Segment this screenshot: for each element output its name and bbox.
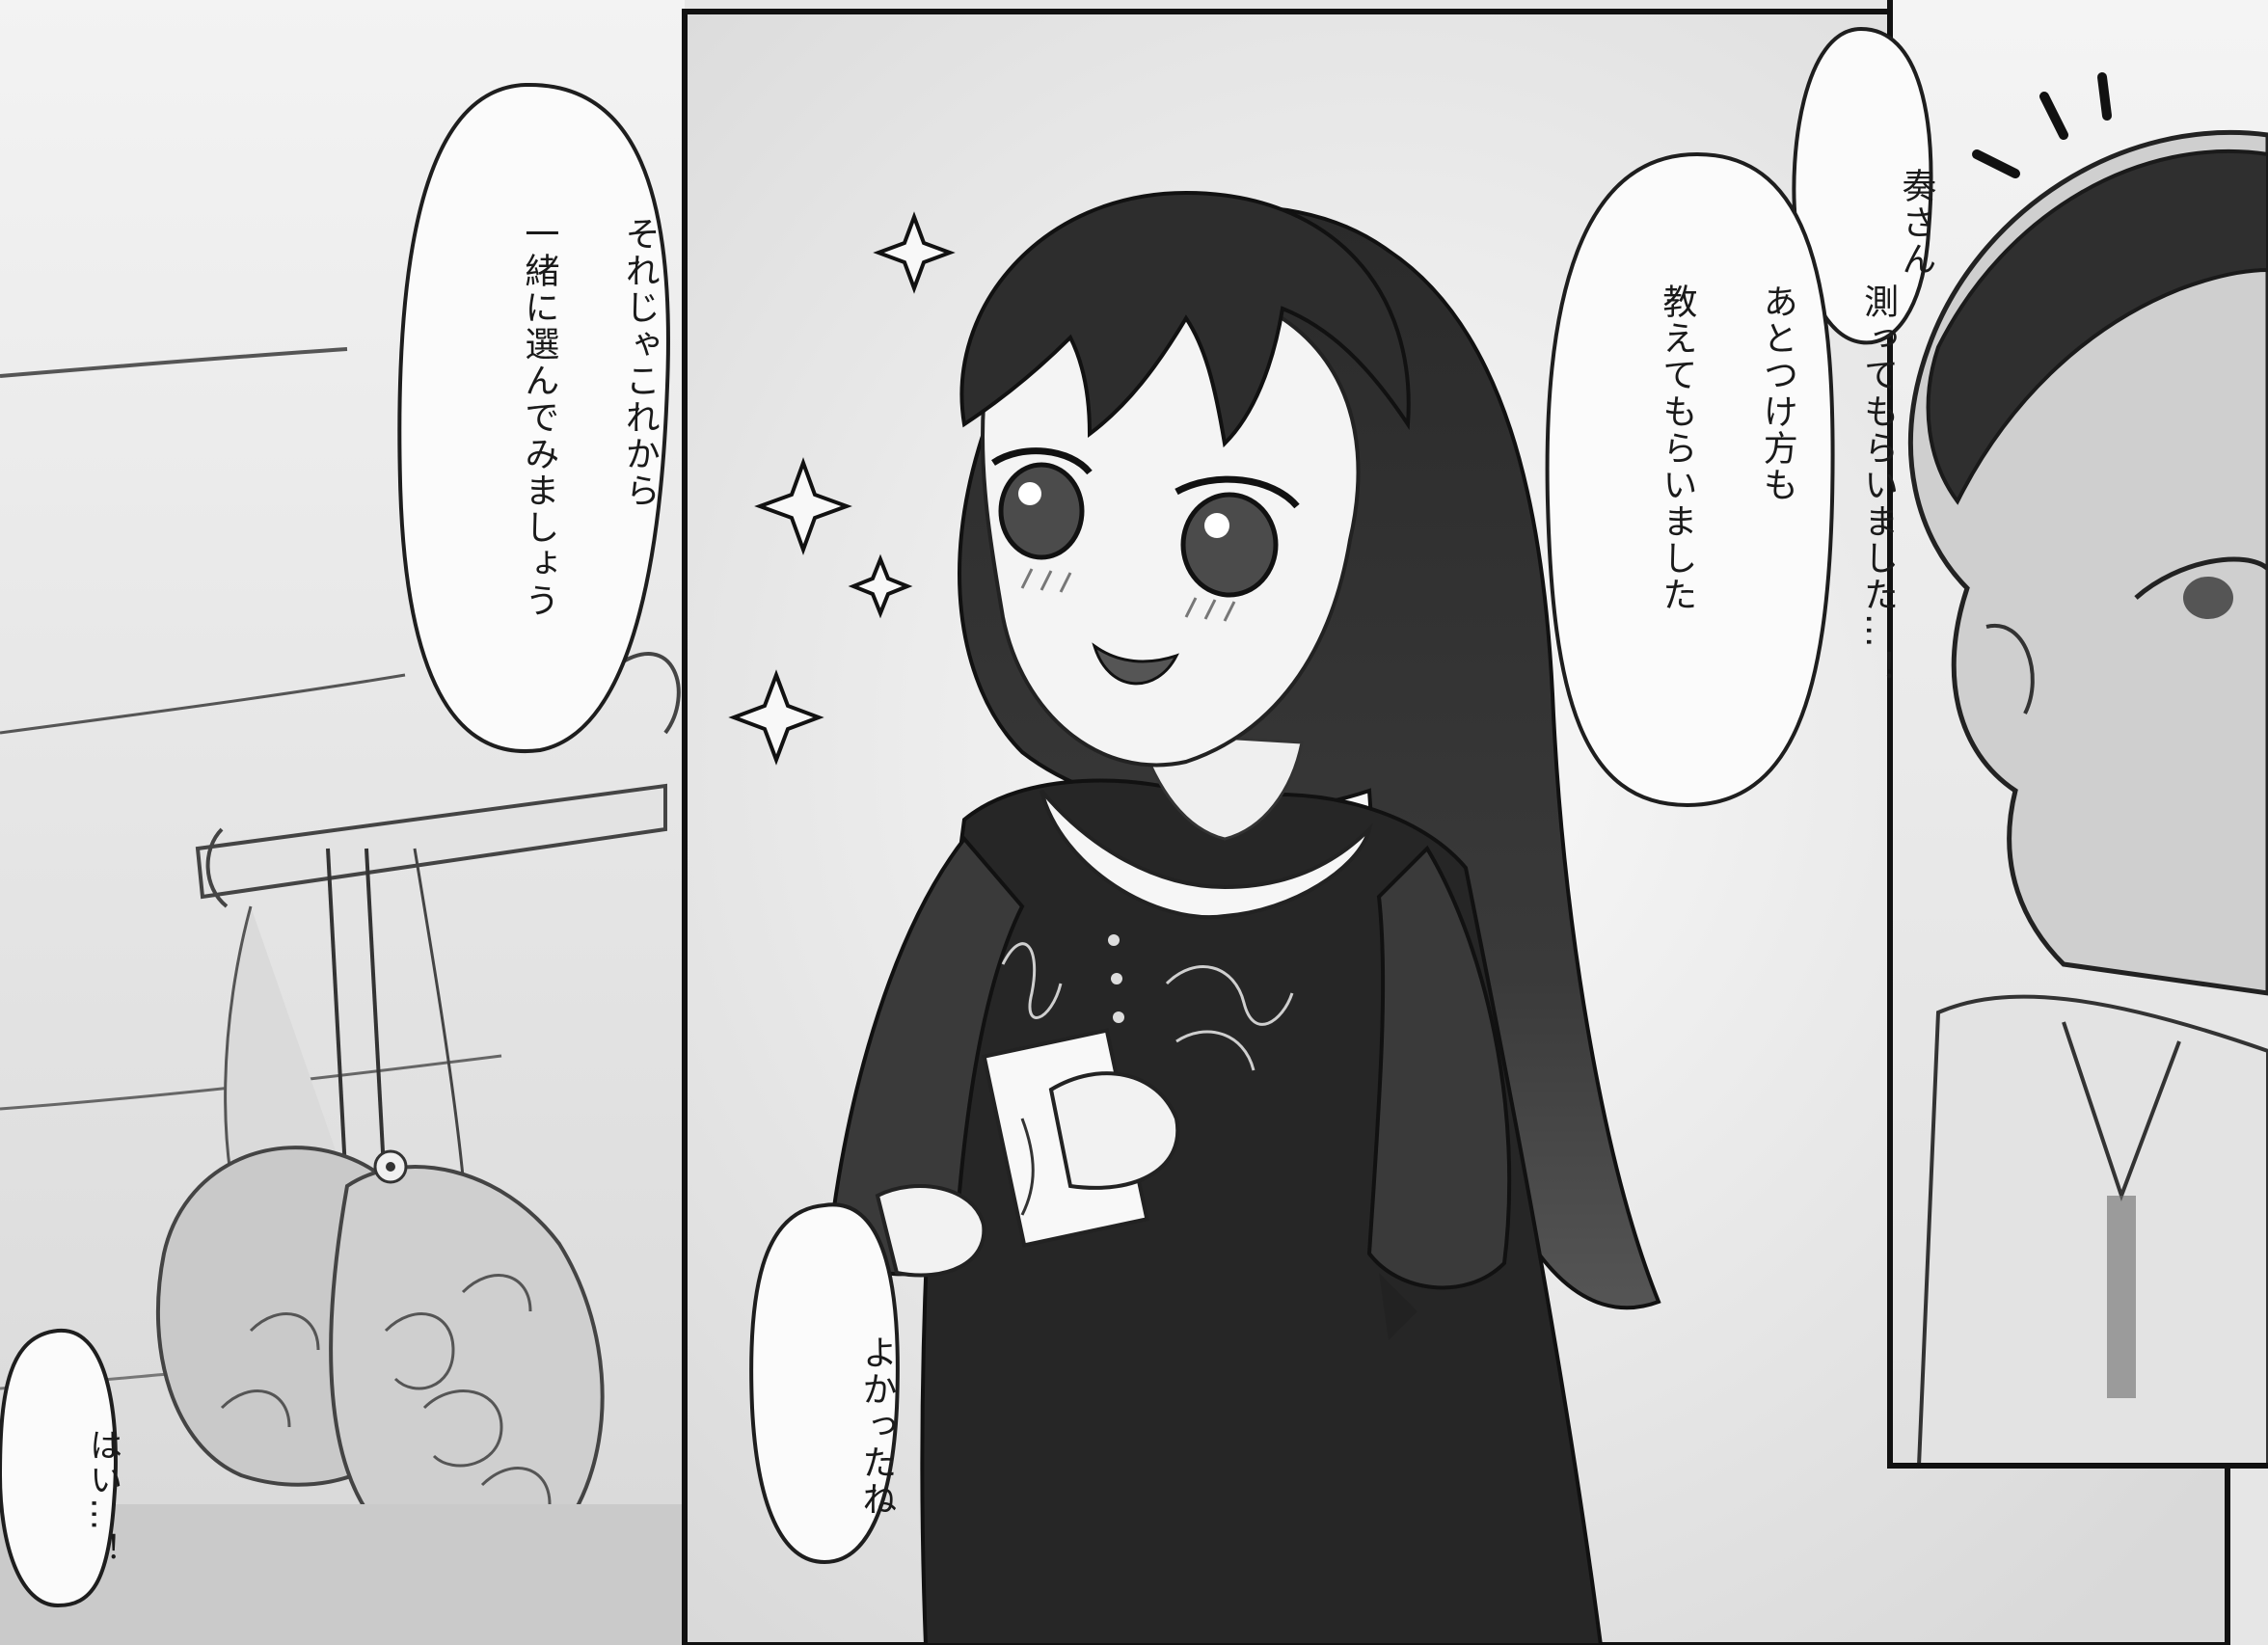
center-bubble-top-line-1: 奏さん: [1896, 167, 1936, 278]
center-bubble-main-line-3: 教えてもらいました: [1657, 283, 1697, 613]
center-bubble-main-line-1: 測ってもらいました…！: [1858, 283, 1899, 687]
sparkle-icons: [728, 211, 956, 766]
left-bubble-top-text: それじゃこれから 一緒に選んでみましょう: [463, 164, 715, 704]
center-bubble-top-text: 奏さん: [1840, 116, 1991, 309]
center-bubble-top-shape: [1792, 26, 1933, 345]
center-bubble-main-shape: [1545, 151, 1835, 808]
girl-illustration: [826, 190, 1661, 1645]
center-bubble-bottom-shape: [749, 1202, 900, 1565]
center-bubble-main-text: 測ってもらいました…！ あとつけ方も 教えてもらいました: [1601, 231, 1953, 771]
left-bubble-top-shape: [397, 82, 670, 754]
left-bubble-bottom-line-1: はい…！: [83, 1428, 122, 1568]
left-bubble-bottom-shape: [0, 1328, 118, 1608]
left-bubble-top-line-2: 一緒に選んでみましょう: [519, 215, 559, 619]
center-bubble-bottom-line-1: よかったね: [856, 1334, 897, 1518]
center-bubble-bottom-text: よかったね: [800, 1282, 952, 1533]
left-bubble-bottom-text: はい…！: [31, 1379, 174, 1572]
left-bubble-top-line-1: それじゃこれから: [619, 215, 660, 509]
center-bubble-main-line-2: あとつけ方も: [1757, 283, 1797, 503]
right-panel: [1887, 0, 2268, 1469]
